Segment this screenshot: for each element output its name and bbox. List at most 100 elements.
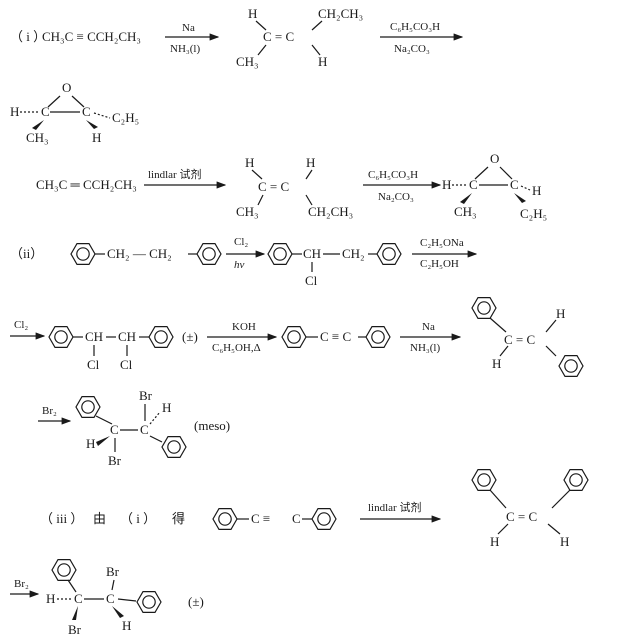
s3-reagent1-bottom: hν [234, 259, 245, 271]
s3-reactant-link: CH₂ — CH₂ [107, 246, 172, 261]
s2-epoxide-h-left: H [442, 177, 451, 192]
s1-epoxide-h-right: H [92, 130, 101, 145]
benzene-ring-icon [51, 558, 77, 582]
s6-alkyne-left: C ≡ [251, 511, 270, 526]
s1-wedge-bond [86, 120, 98, 129]
benzene-ring-icon [148, 326, 174, 348]
s4-alkene-core: C = C [504, 332, 535, 347]
benzene-ring-icon [376, 243, 402, 265]
s2-alkene-ethyl: CH₂CH₃ [308, 204, 353, 219]
s1-epoxide-h-left: H [10, 104, 19, 119]
s4-racemic-label: (±) [182, 329, 198, 344]
scheme-4: Cl₂ CH CH Cl Cl (±) KOH C₆H₅OH,Δ C ≡ C N… [10, 297, 584, 377]
s2-dash-bond [520, 185, 531, 191]
s6-bond [551, 489, 571, 509]
s2-alkene-core: C = C [258, 179, 289, 194]
s2-bond [474, 166, 489, 180]
s2-bond [305, 194, 313, 206]
s1-reagent2-bottom: Na₂CO₃ [394, 43, 430, 55]
s5-bond [149, 435, 163, 443]
s7-h-left: H [46, 591, 55, 606]
s3-product-ch2: CH₂ [342, 246, 365, 261]
s5-c1: C [110, 422, 119, 437]
s4-bond [545, 345, 557, 357]
s2-epoxide-c2: C [510, 177, 519, 192]
s6-text-from: 由 [93, 511, 106, 526]
s2-wedge-bond [460, 193, 472, 204]
s2-alkene-methyl: CH₃ [236, 204, 259, 219]
s6-alkene-h2: H [560, 534, 569, 549]
scheme-3: （ii） CH₂ — CH₂ Cl₂ hν CH CH₂ Cl C₂H₅ONa … [10, 236, 478, 288]
s3-product-cl: Cl [305, 273, 318, 288]
benzene-ring-icon [212, 508, 238, 531]
s1-bond [47, 95, 61, 108]
s7-wedge-bond [112, 606, 124, 618]
s5-dash-bond [149, 411, 161, 425]
s1-bond [257, 44, 267, 56]
s5-br-bottom: Br [108, 453, 122, 468]
s2-epoxide-ethyl: C₂H₅ [520, 206, 547, 221]
s1-alkene-methyl: CH₃ [236, 54, 259, 69]
s4-reagent1-bottom: C₆H₅OH,Δ [212, 342, 261, 354]
s4-reagent2-top: Na [422, 321, 435, 333]
s4-bond [545, 319, 557, 333]
s5-meso-label: (meso) [194, 418, 230, 433]
s4-bond [489, 317, 507, 333]
s1-dash-bond [93, 112, 111, 119]
scheme-2: CH₃C ═ CCH₂CH₃ lindlar 试剂 H H C = C CH₃ … [36, 151, 547, 221]
s2-reagent2-bottom: Na₂CO₃ [378, 191, 414, 203]
s7-bond [111, 579, 115, 591]
s1-reagent2-top: C₆H₅CO₃H [390, 21, 440, 33]
s7-br-top: Br [106, 564, 120, 579]
s1-reactant: CH₃C ≡ CCH₂CH₃ [42, 29, 141, 44]
scheme-6: （ iii ） 由 （ i ） 得 C ≡ C lindlar 试剂 C = C… [40, 469, 589, 549]
benzene-ring-icon [558, 355, 584, 377]
s5-br-top: Br [139, 388, 153, 403]
part-label-i: （ i ） [10, 29, 46, 44]
s1-alkene-core: C = C [263, 29, 294, 44]
benzene-ring-icon [196, 243, 222, 265]
s1-bond [311, 44, 321, 56]
s7-reagent: Br₂ [14, 578, 29, 590]
s1-alkene-ethyl: CH₂CH₃ [318, 6, 363, 21]
benzene-ring-icon [161, 436, 187, 458]
benzene-ring-icon [70, 243, 96, 265]
s4-dichloride-ch1: CH [85, 329, 103, 344]
s4-dichloride-ch2: CH [118, 329, 136, 344]
s6-text-get: 得 [172, 511, 185, 526]
benzene-ring-icon [267, 243, 293, 265]
s4-alkene-h1: H [556, 306, 565, 321]
s7-br-bottom: Br [68, 622, 82, 637]
s1-epoxide-c1: C [41, 104, 50, 119]
benzene-ring-icon [471, 297, 497, 319]
part-label-iii: （ iii ） [40, 511, 83, 526]
s2-epoxide-h-right: H [532, 183, 541, 198]
s2-alkene-h-right: H [306, 155, 315, 170]
s5-h-left: H [86, 436, 95, 451]
s2-bond [251, 169, 263, 180]
s3-reagent1-top: Cl₂ [234, 236, 248, 248]
s5-bond [95, 415, 113, 425]
benzene-ring-icon [48, 326, 74, 348]
s3-product-ch: CH [303, 246, 321, 261]
s1-bond [311, 20, 323, 31]
s1-reagent1-bottom: NH₃(l) [170, 43, 200, 55]
s1-epoxide-methyl: CH₃ [26, 130, 49, 145]
s1-epoxide-o: O [62, 80, 71, 95]
s1-wedge-bond [32, 120, 44, 130]
benzene-ring-icon [311, 508, 337, 531]
benzene-ring-icon [365, 326, 391, 348]
s6-alkene-core: C = C [506, 509, 537, 524]
scheme-7: Br₂ H C C Br Br H (±) [10, 558, 204, 637]
benzene-ring-icon [563, 469, 589, 491]
s5-reagent: Br₂ [42, 405, 57, 417]
s2-reagent2-top: C₆H₅CO₃H [368, 169, 418, 181]
s1-alkene-h-top: H [248, 6, 257, 21]
s4-dichloride-cl2: Cl [120, 357, 133, 372]
s2-epoxide-methyl: CH₃ [454, 204, 477, 219]
s4-reagent-in: Cl₂ [14, 319, 28, 331]
s7-racemic-label: (±) [188, 594, 204, 609]
s6-bond [489, 489, 507, 509]
